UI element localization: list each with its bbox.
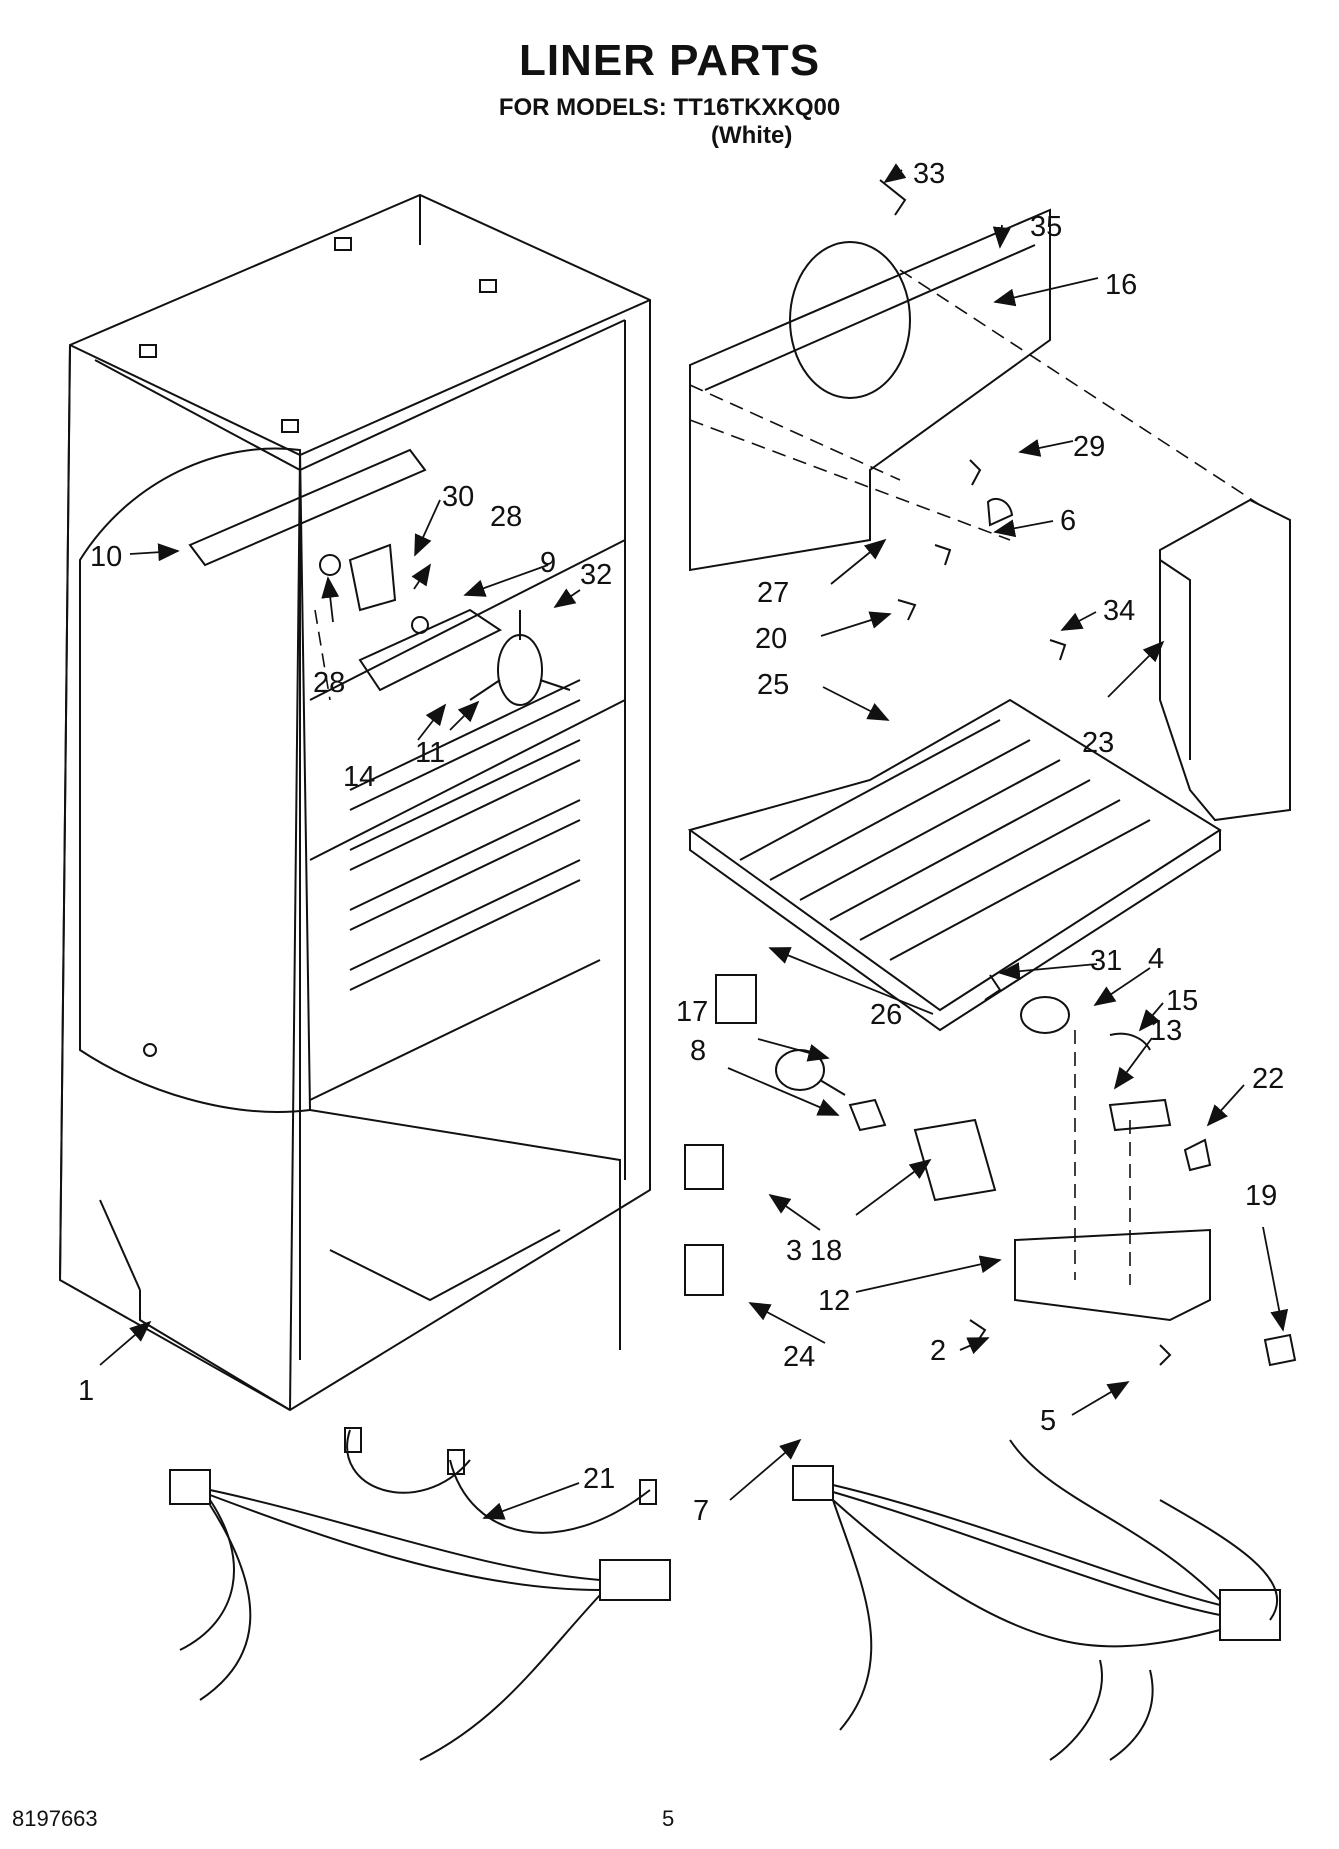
callout-30: 30 [442,481,474,513]
callout-14: 14 [343,761,375,793]
callout-labels: 1 2 3 4 5 6 7 8 9 10 11 12 13 14 15 16 1… [78,158,1284,1527]
models-line: FOR MODELS: TT16TKXKQ00 [498,94,841,121]
wiring-harness-left [169,1427,671,1761]
callout-2: 2 [930,1335,946,1367]
page-title: LINER PARTS [518,36,821,85]
liner-cabinet [58,193,651,1412]
air-duct-panel [689,208,1051,572]
callout-31: 31 [1090,945,1122,977]
callout-5: 5 [1040,1405,1056,1437]
callout-22: 22 [1252,1063,1284,1095]
callout-16: 16 [1105,269,1137,301]
document-number: 8197663 [12,1806,98,1831]
dashed-leaders [314,269,1261,1285]
evaporator-cover [687,698,1222,1032]
callout-35: 35 [1030,211,1062,243]
wiring-harness-right [792,1439,1281,1761]
callout-28b: 28 [490,501,522,533]
model-variant: (White) [711,122,793,149]
callout-23: 23 [1082,727,1114,759]
callout-1: 1 [78,1375,94,1407]
callout-32: 32 [580,559,612,591]
loose-parts [684,179,1297,1367]
callout-20: 20 [755,623,787,655]
callout-25: 25 [757,669,789,701]
page-number: 5 [662,1806,675,1831]
callout-8: 8 [690,1035,706,1067]
callout-3: 3 [786,1235,802,1267]
callout-18: 18 [810,1235,842,1267]
callout-27: 27 [757,577,789,609]
callout-arrows [99,163,1289,1520]
callout-9: 9 [540,547,556,579]
callout-29: 29 [1073,431,1105,463]
callout-13: 13 [1150,1015,1182,1047]
callout-19: 19 [1245,1180,1277,1212]
callout-28a: 28 [313,667,345,699]
callout-6: 6 [1060,505,1076,537]
callout-15: 15 [1166,985,1198,1017]
callout-10: 10 [90,541,122,573]
callout-21: 21 [583,1463,615,1495]
callout-7: 7 [693,1495,709,1527]
callout-33: 33 [913,158,945,190]
fan-motor-assembly [188,448,571,706]
callout-17: 17 [676,996,708,1028]
callout-34: 34 [1103,595,1135,627]
callout-26: 26 [870,999,902,1031]
side-cover [1159,498,1291,822]
callout-24: 24 [783,1341,815,1373]
callout-11: 11 [415,737,445,769]
callout-12: 12 [818,1285,850,1317]
callout-4: 4 [1148,943,1164,975]
